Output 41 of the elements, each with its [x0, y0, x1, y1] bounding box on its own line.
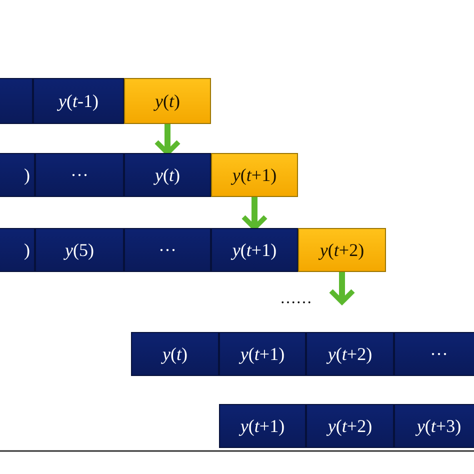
- cell-label: y(t): [154, 164, 180, 186]
- cell-label: y(t+3): [416, 416, 462, 436]
- array-cell: [219, 404, 306, 448]
- cell-label: y(t+2): [320, 240, 364, 260]
- cell-label: ): [24, 164, 30, 186]
- cell-label: y(t+2): [328, 344, 372, 364]
- array-cell: [33, 78, 124, 124]
- array-cell: [306, 332, 394, 376]
- cell-label: ···: [430, 344, 448, 364]
- array-cell: [394, 332, 474, 376]
- cell-label: y(t-1): [58, 90, 98, 112]
- array-cell: [211, 153, 298, 197]
- cell-label: ···: [158, 240, 176, 260]
- array-cell: [0, 78, 33, 124]
- cell-label: ···: [70, 164, 88, 186]
- array-cell: [124, 228, 211, 272]
- cell-label: y(t+1): [232, 164, 277, 186]
- array-cell: [35, 228, 124, 272]
- down-arrow: [328, 272, 356, 304]
- array-cell: [124, 153, 211, 197]
- array-cell: [211, 228, 298, 272]
- down-arrow: [241, 197, 268, 230]
- ellipsis-text: ……: [280, 290, 312, 308]
- array-cell: [394, 404, 474, 448]
- array-cell: [124, 78, 211, 124]
- cell-label: y(5): [65, 240, 94, 260]
- cell-label: y(t+1): [240, 344, 285, 364]
- cell-label: y(t+1): [240, 416, 285, 436]
- array-cell: [131, 332, 219, 376]
- array-cell: [306, 404, 394, 448]
- cell-label: ): [24, 240, 30, 260]
- array-cell: [35, 153, 124, 197]
- cell-label: y(t+2): [328, 416, 372, 436]
- array-cell: [298, 228, 386, 272]
- array-cell: [0, 153, 35, 197]
- cell-label: y(t): [162, 344, 188, 364]
- cell-label: y(t+1): [232, 240, 277, 260]
- cell-label: y(t): [154, 90, 180, 112]
- array-cell: [219, 332, 306, 376]
- array-cell: [0, 228, 35, 272]
- down-arrow: [154, 124, 181, 156]
